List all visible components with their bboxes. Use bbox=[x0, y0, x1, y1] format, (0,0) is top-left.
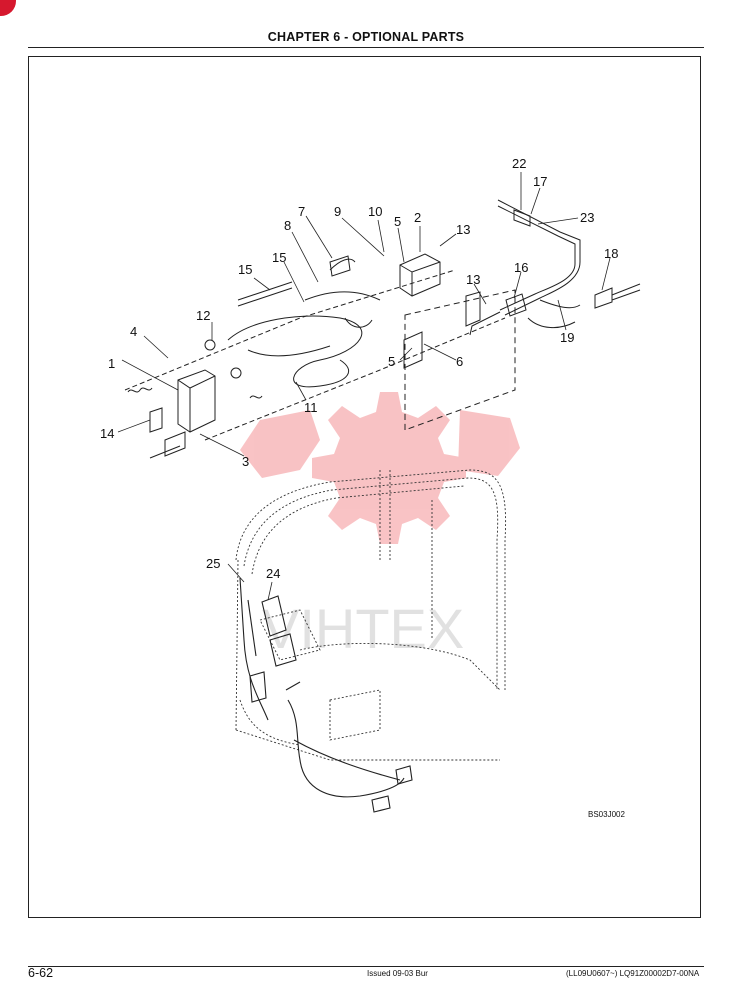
callout-15-right: 15 bbox=[272, 250, 286, 265]
watermark-text: VIHTEX bbox=[262, 597, 464, 660]
page-number: 6-62 bbox=[28, 966, 54, 980]
callout-12: 12 bbox=[196, 308, 210, 323]
chapter-title: CHAPTER 6 - OPTIONAL PARTS bbox=[267, 30, 465, 44]
callout-19: 19 bbox=[560, 330, 574, 345]
callout-16: 16 bbox=[514, 260, 528, 275]
callout-18: 18 bbox=[604, 246, 618, 261]
callout-5-upper: 5 bbox=[394, 214, 401, 229]
callout-5-lower: 5 bbox=[388, 354, 395, 369]
callout-25: 25 bbox=[206, 556, 220, 571]
callout-23: 23 bbox=[580, 210, 594, 225]
right-cable-run bbox=[465, 199, 641, 336]
callout-2: 2 bbox=[414, 210, 421, 225]
header-divider bbox=[28, 47, 704, 48]
callout-1: 1 bbox=[108, 356, 115, 371]
leader-lines bbox=[117, 172, 611, 601]
callout-4: 4 bbox=[130, 324, 137, 339]
callout-6: 6 bbox=[456, 354, 463, 369]
callout-8: 8 bbox=[284, 218, 291, 233]
upper-harness-assembly bbox=[124, 253, 516, 459]
figure-frame bbox=[28, 56, 701, 918]
cab-harness bbox=[239, 577, 413, 813]
model-code: (LL09U0607~) LQ91Z00002D7-00NA bbox=[566, 969, 700, 978]
callout-22: 22 bbox=[512, 156, 526, 171]
cab-frame bbox=[235, 469, 506, 761]
callout-14: 14 bbox=[100, 426, 114, 441]
callout-13-right: 13 bbox=[466, 272, 480, 287]
callout-labels: 22 17 23 7 9 10 5 2 13 18 8 15 16 15 13 … bbox=[100, 156, 618, 581]
callout-9: 9 bbox=[334, 204, 341, 219]
callout-3: 3 bbox=[242, 454, 249, 469]
callout-17: 17 bbox=[533, 174, 547, 189]
callout-24: 24 bbox=[266, 566, 280, 581]
footer-divider bbox=[28, 966, 704, 967]
callout-7: 7 bbox=[298, 204, 305, 219]
callout-13-upper: 13 bbox=[456, 222, 470, 237]
callout-11: 11 bbox=[304, 400, 318, 415]
callout-15-left: 15 bbox=[238, 262, 252, 277]
figure-reference-code: BS03J002 bbox=[588, 810, 625, 819]
issued-note: Issued 09-03 Bur bbox=[367, 969, 428, 978]
callout-10: 10 bbox=[368, 204, 382, 219]
watermark-logo bbox=[240, 392, 520, 544]
